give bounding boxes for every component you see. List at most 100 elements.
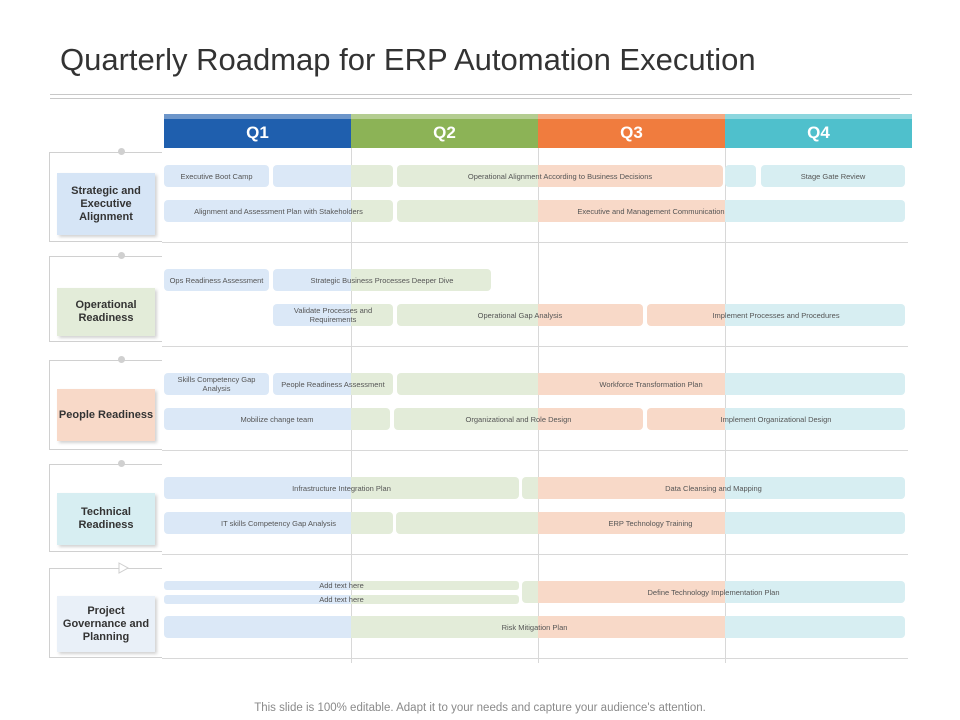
task-bar: Data Cleansing and Mapping — [522, 477, 905, 499]
task-bar: Define Technology Implementation Plan — [522, 581, 905, 603]
task-bar-segment — [725, 616, 905, 638]
row-marker-dot — [118, 148, 125, 155]
task-bar-segment — [273, 165, 351, 187]
task-bar-segment — [725, 165, 756, 187]
task-bar-segment — [538, 616, 725, 638]
task-bar-segment — [351, 373, 393, 395]
grid-line-q4 — [725, 148, 726, 663]
title-divider-secondary — [50, 98, 900, 99]
task-bar-label: Infrastructure Integration Plan — [292, 483, 391, 493]
row-label-strategic: Strategic and Executive Alignment — [57, 173, 155, 235]
task-bar-label: Ops Readiness Assessment — [169, 275, 264, 285]
task-bar-segment — [273, 269, 351, 291]
task-bar: Mobilize change team — [164, 408, 390, 430]
task-bar-label: Stage Gate Review — [800, 171, 866, 181]
quarter-header-q3: Q3 — [538, 114, 725, 148]
task-bar-label: IT skills Competency Gap Analysis — [221, 518, 336, 528]
task-bar: Add text here — [164, 595, 519, 604]
row-bracket — [49, 464, 162, 552]
row-marker-dot — [118, 356, 125, 363]
task-bar: Workforce Transformation Plan — [397, 373, 905, 395]
task-bar-segment — [538, 512, 725, 534]
title-divider — [50, 94, 912, 95]
task-bar-segment — [273, 373, 351, 395]
row-divider — [162, 658, 908, 659]
task-bar: Operational Alignment According to Busin… — [397, 165, 723, 187]
task-bar-label: Define Technology Implementation Plan — [647, 587, 780, 597]
task-bar: Infrastructure Integration Plan — [164, 477, 519, 499]
task-bar-label: Operational Alignment According to Busin… — [467, 171, 653, 181]
task-bar: Organizational and Role Design — [394, 408, 643, 430]
row-divider — [162, 242, 908, 243]
task-bar-segment — [164, 581, 351, 590]
task-bar: Add text here — [164, 581, 519, 590]
task-bar: Risk Mitigation Plan — [164, 616, 905, 638]
task-bar: Alignment and Assessment Plan with Stake… — [164, 200, 393, 222]
task-bar-label: Data Cleansing and Mapping — [665, 483, 762, 493]
task-bar-blank — [273, 165, 393, 187]
task-bar-label: Risk Mitigation Plan — [501, 622, 568, 632]
task-bar-segment — [396, 512, 538, 534]
task-bar-segment — [164, 200, 351, 222]
footer-note: This slide is 100% editable. Adapt it to… — [254, 702, 706, 714]
task-bar-segment — [522, 581, 538, 603]
task-bar-segment — [725, 408, 905, 430]
task-bar-label: People Readiness Assessment — [281, 379, 385, 389]
row-divider — [162, 346, 908, 347]
task-bar-segment — [164, 408, 351, 430]
row-divider — [162, 554, 908, 555]
task-bar-segment — [351, 477, 519, 499]
task-bar-blank — [725, 165, 756, 187]
task-bar: People Readiness Assessment — [273, 373, 393, 395]
row-label-people: People Readiness — [57, 389, 155, 441]
task-bar-segment — [725, 304, 905, 326]
task-bar-segment — [351, 581, 519, 590]
task-bar-segment — [164, 373, 269, 395]
row-label-governance: Project Governance and Planning — [57, 596, 155, 652]
task-bar: Implement Organizational Design — [647, 408, 905, 430]
task-bar-segment — [647, 408, 725, 430]
task-bar: ERP Technology Training — [396, 512, 905, 534]
task-bar-segment — [351, 512, 393, 534]
task-bar-label: Workforce Transformation Plan — [599, 379, 703, 389]
task-bar-segment — [397, 373, 538, 395]
task-bar-label: Alignment and Assessment Plan with Stake… — [194, 206, 363, 216]
task-bar-segment — [538, 165, 723, 187]
task-bar-label: Validate Processes and Requirements — [293, 306, 373, 324]
task-bar-label: Implement Processes and Procedures — [712, 310, 840, 320]
task-bar-segment — [397, 200, 538, 222]
task-bar-segment — [164, 477, 351, 499]
task-bar-label: Add text here — [319, 581, 364, 590]
task-bar: Strategic Business Processes Deeper Dive — [273, 269, 491, 291]
row-bracket — [49, 256, 162, 342]
task-bar-label: Skills Competency Gap Analysis — [177, 375, 256, 393]
grid-line-q3 — [538, 148, 539, 663]
task-bar-label: Operational Gap Analysis — [477, 310, 563, 320]
row-label-technical: Technical Readiness — [57, 493, 155, 545]
task-bar-label: Implement Organizational Design — [720, 414, 832, 424]
row-divider — [162, 450, 908, 451]
task-bar-segment — [725, 200, 905, 222]
task-bar-segment — [761, 165, 905, 187]
row-bracket — [49, 152, 162, 242]
task-bar: Executive and Management Communication — [397, 200, 905, 222]
row-label-operational: Operational Readiness — [57, 288, 155, 336]
task-bar-segment — [164, 512, 351, 534]
task-bar-segment — [164, 595, 351, 604]
task-bar: Validate Processes and Requirements — [273, 304, 393, 326]
task-bar-segment — [725, 512, 905, 534]
task-bar: Operational Gap Analysis — [397, 304, 643, 326]
task-bar-segment — [725, 581, 905, 603]
quarter-header-q1: Q1 — [164, 114, 351, 148]
task-bar-segment — [647, 304, 725, 326]
task-bar-segment — [164, 165, 269, 187]
task-bar-label: Mobilize change team — [240, 414, 314, 424]
task-bar-label: Add text here — [319, 595, 364, 604]
task-bar: IT skills Competency Gap Analysis — [164, 512, 393, 534]
task-bar-segment — [538, 200, 725, 222]
task-bar-segment — [538, 581, 725, 603]
quarter-header-q2: Q2 — [351, 114, 538, 148]
task-bar-segment — [273, 304, 351, 326]
row-bracket — [49, 360, 162, 450]
page-title: Quarterly Roadmap for ERP Automation Exe… — [60, 42, 756, 77]
